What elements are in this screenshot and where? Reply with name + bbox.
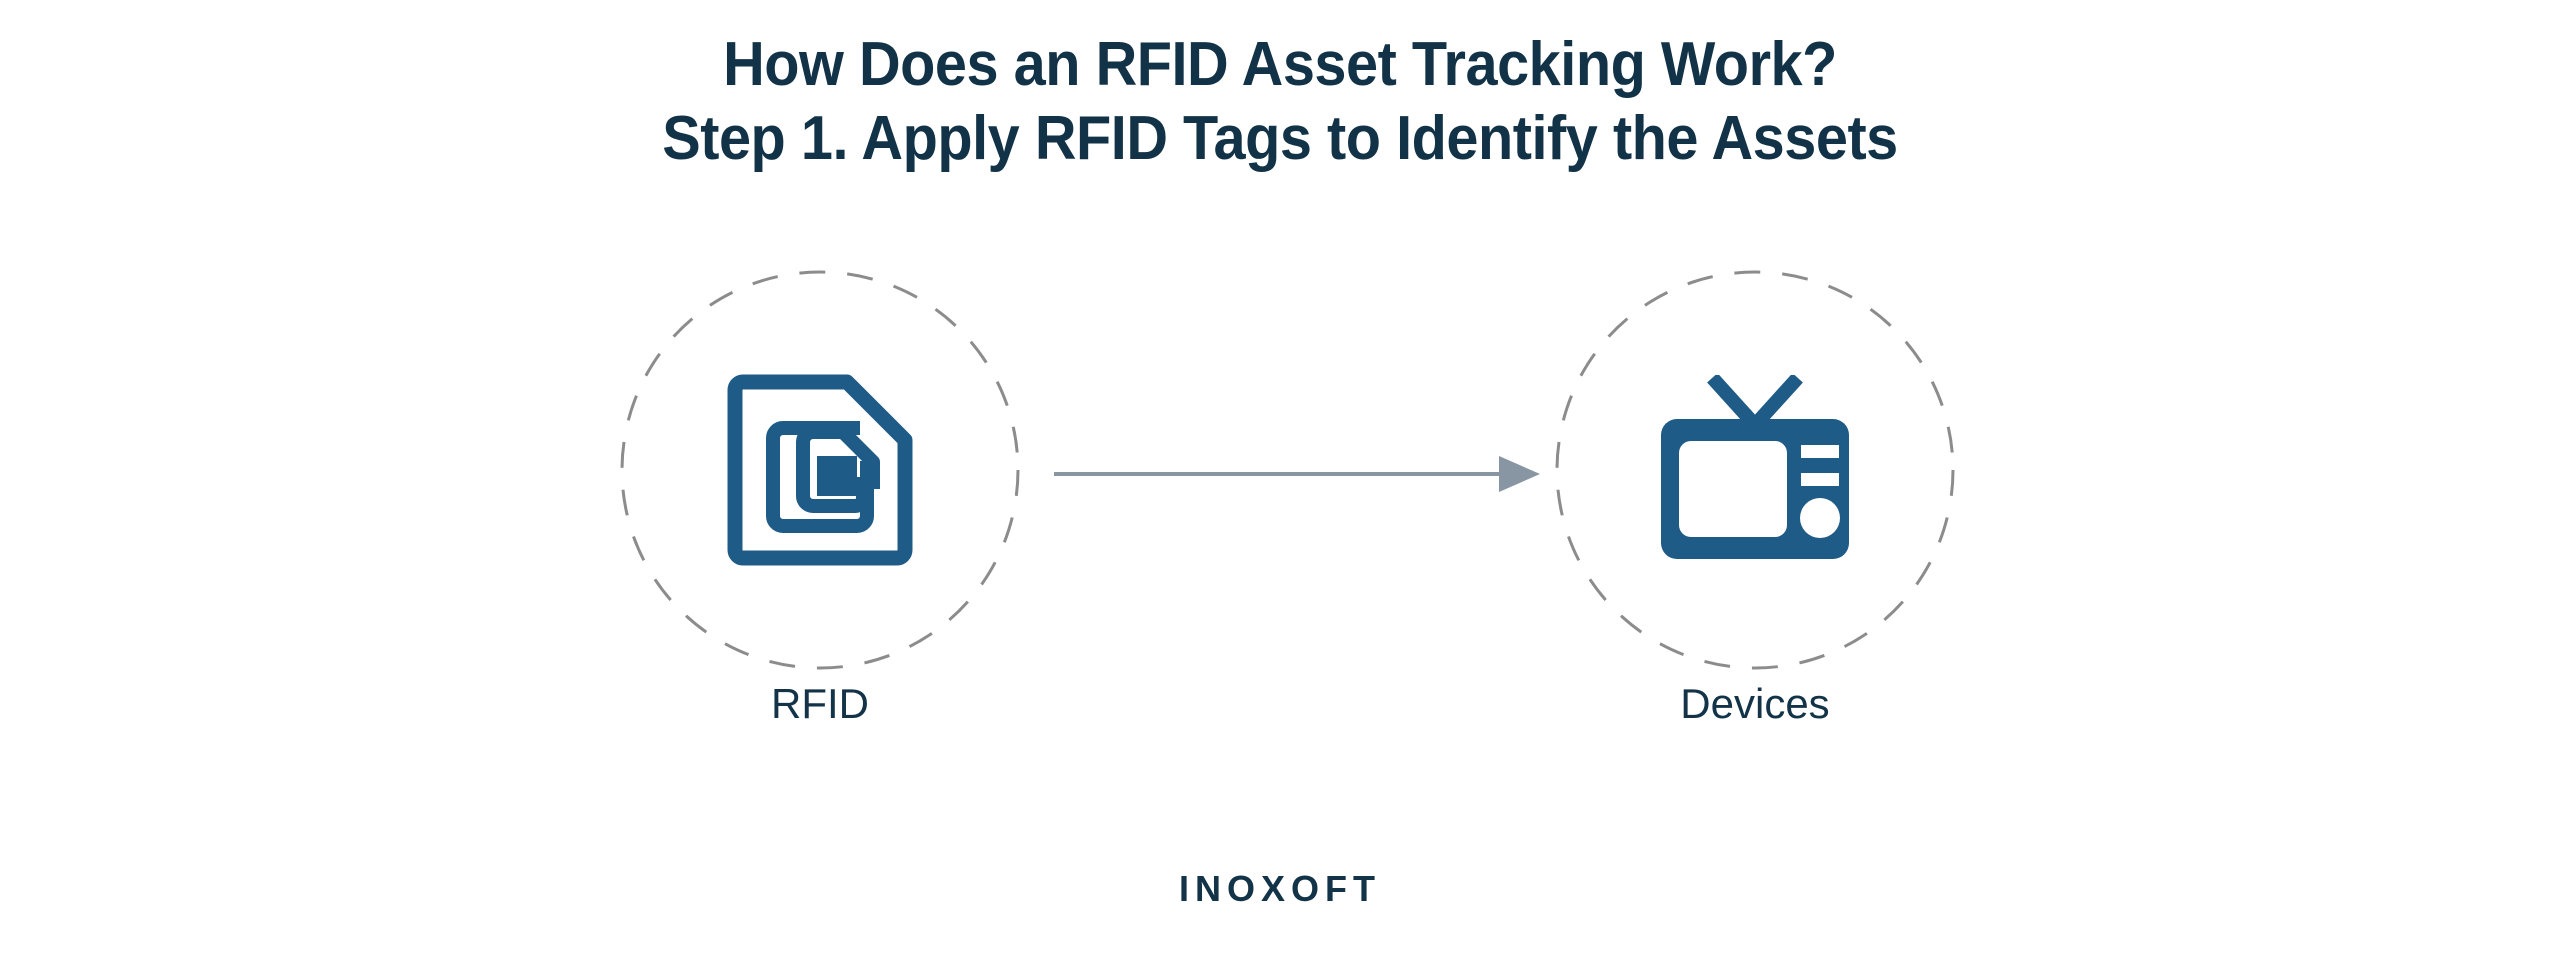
brand-logo: INOXOFT [1179,868,1381,909]
flow-arrow-rfid-to-devices [1050,448,1550,500]
dashed-circle-outline [618,268,1022,672]
rfid-tag-icon [618,268,1022,672]
tv-device-icon [1553,268,1957,672]
node-label-devices: Devices [1680,680,1830,727]
title-line-2: Step 1. Apply RFID Tags to Identify the … [662,104,1898,173]
title-line-1: How Does an RFID Asset Tracking Work? [723,30,1837,99]
dashed-circle-outline [1553,268,1957,672]
diagram-node-devices: Devices [1553,268,1957,727]
diagram-node-rfid: RFID [618,268,1022,727]
node-label-rfid: RFID [771,680,869,727]
page-title: How Does an RFID Asset Tracking Work? St… [0,28,2560,176]
